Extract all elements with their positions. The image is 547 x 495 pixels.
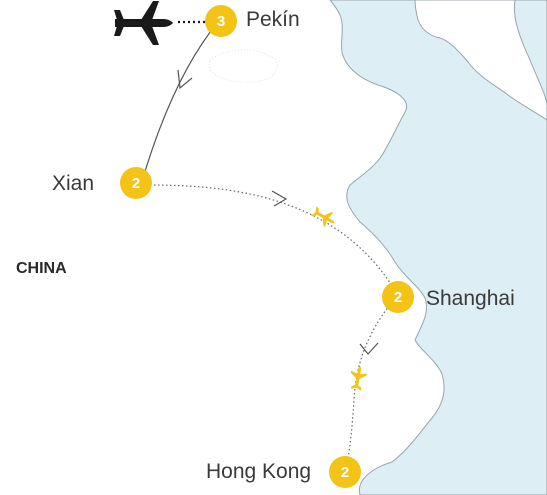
small-plane-icon	[350, 366, 367, 391]
region-texture	[208, 49, 278, 83]
plane-icon	[114, 1, 173, 45]
route-shanghai-hongkong	[345, 301, 393, 469]
city-label-hongkong: Hong Kong	[206, 460, 312, 483]
arrow-icon	[177, 69, 193, 90]
city-label-pekin: Pekín	[246, 8, 300, 31]
peninsula	[414, 0, 547, 121]
small-plane-icon	[311, 206, 335, 227]
arrow-icon	[271, 190, 288, 207]
badge-pekin: 3	[205, 5, 237, 37]
badge-xian: 2	[120, 167, 152, 199]
country-label: CHINA	[16, 260, 67, 277]
city-label-shanghai: Shanghai	[426, 287, 515, 310]
arrow-icon	[359, 342, 379, 355]
city-label-xian: Xian	[52, 172, 95, 195]
sea-area	[329, 0, 547, 495]
svg-text:3: 3	[217, 13, 225, 30]
route-pekin-xian	[142, 21, 219, 179]
svg-text:2: 2	[341, 464, 349, 481]
badge-hongkong: 2	[329, 456, 361, 488]
badge-shanghai: 2	[382, 281, 414, 313]
svg-text:2: 2	[394, 289, 402, 306]
svg-text:2: 2	[132, 175, 140, 192]
